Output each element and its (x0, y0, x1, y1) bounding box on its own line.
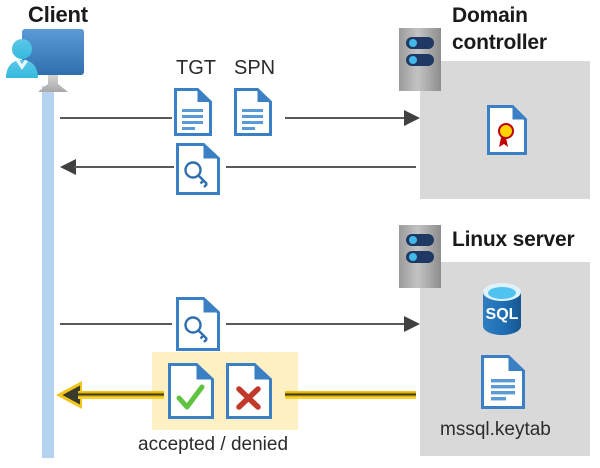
client-lifeline (42, 86, 54, 458)
certificate-document-icon (487, 105, 527, 155)
domain-controller-label-line1: Domain (452, 4, 528, 27)
spn-label: SPN (234, 57, 276, 79)
denied-document-icon (226, 363, 272, 419)
user-computer-icon (4, 26, 104, 98)
accepted-denied-caption: accepted / denied (138, 434, 289, 455)
tgt-label: TGT (176, 57, 216, 79)
msg-2-arrowhead (58, 158, 76, 176)
mssql-keytab-label: mssql.keytab (440, 419, 551, 440)
domain-controller-label-line2: controller (452, 31, 547, 54)
accepted-document-icon (168, 363, 214, 419)
msg-3-arrowhead (404, 315, 422, 333)
msg-1-line-left (60, 117, 172, 119)
msg-3-line-right (226, 323, 404, 325)
msg-3-line-left (60, 323, 172, 325)
msg-2-line-left (74, 166, 174, 168)
msg-4-arrowhead (56, 381, 86, 409)
msg-4-line-right (285, 391, 416, 399)
linux-server-label: Linux server (452, 228, 575, 251)
sql-database-text: SQL (486, 306, 519, 323)
tgt-document-icon (174, 88, 212, 136)
msg-4-line-left (78, 391, 164, 399)
client-label: Client (28, 2, 88, 27)
msg-1-arrowhead (404, 109, 422, 127)
msg-1-line-right (285, 117, 404, 119)
msg-2-line-right (226, 166, 416, 168)
keytab-document-icon (481, 355, 525, 409)
sql-database-icon: SQL (478, 281, 526, 337)
domain-controller-server-rack-icon (399, 28, 441, 91)
msg-2-key-document-icon (176, 143, 220, 195)
spn-document-icon (234, 88, 272, 136)
msg-3-key-document-icon (176, 297, 220, 351)
linux-server-rack-icon (399, 225, 441, 288)
domain-controller-label: Domain controller (452, 2, 592, 56)
